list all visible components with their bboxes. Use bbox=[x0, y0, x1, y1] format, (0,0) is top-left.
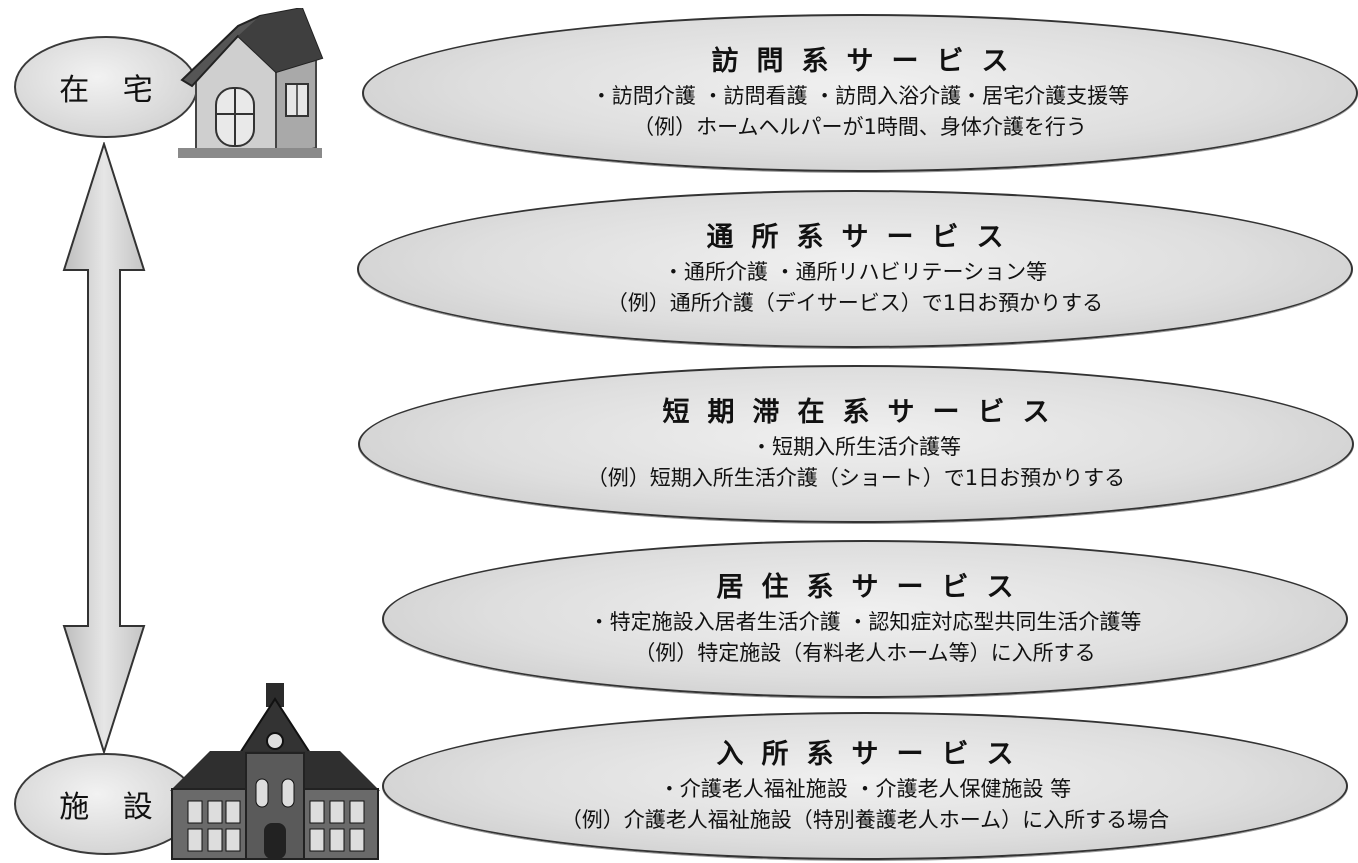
residential-service-ellipse: 居住系サービス ・特定施設入居者生活介護 ・認知症対応型共同生活介護等 （例）特… bbox=[382, 540, 1348, 698]
home-location-label: 在 宅 bbox=[14, 36, 198, 138]
service-example: （例）介護老人福祉施設（特別養護老人ホーム）に入所する場合 bbox=[560, 808, 1170, 832]
facility-building-icon bbox=[170, 683, 380, 860]
institutional-service-ellipse: 入所系サービス ・介護老人福祉施設 ・介護老人保健施設 等 （例）介護老人福祉施… bbox=[382, 712, 1348, 860]
service-items: ・介護老人福祉施設 ・介護老人保健施設 等 bbox=[658, 777, 1072, 801]
service-title: 居住系サービス bbox=[716, 572, 1032, 603]
day-service-ellipse: 通所系サービス ・通所介護 ・通所リハビリテーション等 （例）通所介護（デイサー… bbox=[357, 190, 1353, 348]
service-example: （例）ホームヘルパーが1時間、身体介護を行う bbox=[633, 115, 1087, 139]
service-items: ・短期入所生活介護等 bbox=[751, 435, 961, 459]
service-items: ・訪問介護 ・訪問看護 ・訪問入浴介護・居宅介護支援等 bbox=[590, 84, 1130, 108]
house-icon bbox=[178, 8, 324, 158]
double-arrow-icon bbox=[62, 142, 146, 754]
service-example: （例）短期入所生活介護（ショート）で1日お預かりする bbox=[586, 466, 1126, 490]
facility-location-text: 施 設 bbox=[59, 790, 165, 825]
service-title: 通所系サービス bbox=[706, 222, 1022, 253]
service-example: （例）通所介護（デイサービス）で1日お預かりする bbox=[606, 291, 1104, 315]
visiting-service-ellipse: 訪問系サービス ・訪問介護 ・訪問看護 ・訪問入浴介護・居宅介護支援等 （例）ホ… bbox=[362, 14, 1358, 172]
service-title: 訪問系サービス bbox=[711, 46, 1027, 77]
facility-location-label: 施 設 bbox=[14, 753, 198, 855]
service-title: 入所系サービス bbox=[716, 739, 1032, 770]
service-items: ・特定施設入居者生活介護 ・認知症対応型共同生活介護等 bbox=[588, 610, 1142, 634]
home-location-text: 在 宅 bbox=[59, 73, 165, 108]
service-items: ・通所介護 ・通所リハビリテーション等 bbox=[662, 260, 1048, 284]
service-title: 短期滞在系サービス bbox=[662, 397, 1068, 428]
short-stay-service-ellipse: 短期滞在系サービス ・短期入所生活介護等 （例）短期入所生活介護（ショート）で1… bbox=[358, 365, 1354, 523]
service-example: （例）特定施設（有料老人ホーム等）に入所する bbox=[634, 641, 1096, 665]
